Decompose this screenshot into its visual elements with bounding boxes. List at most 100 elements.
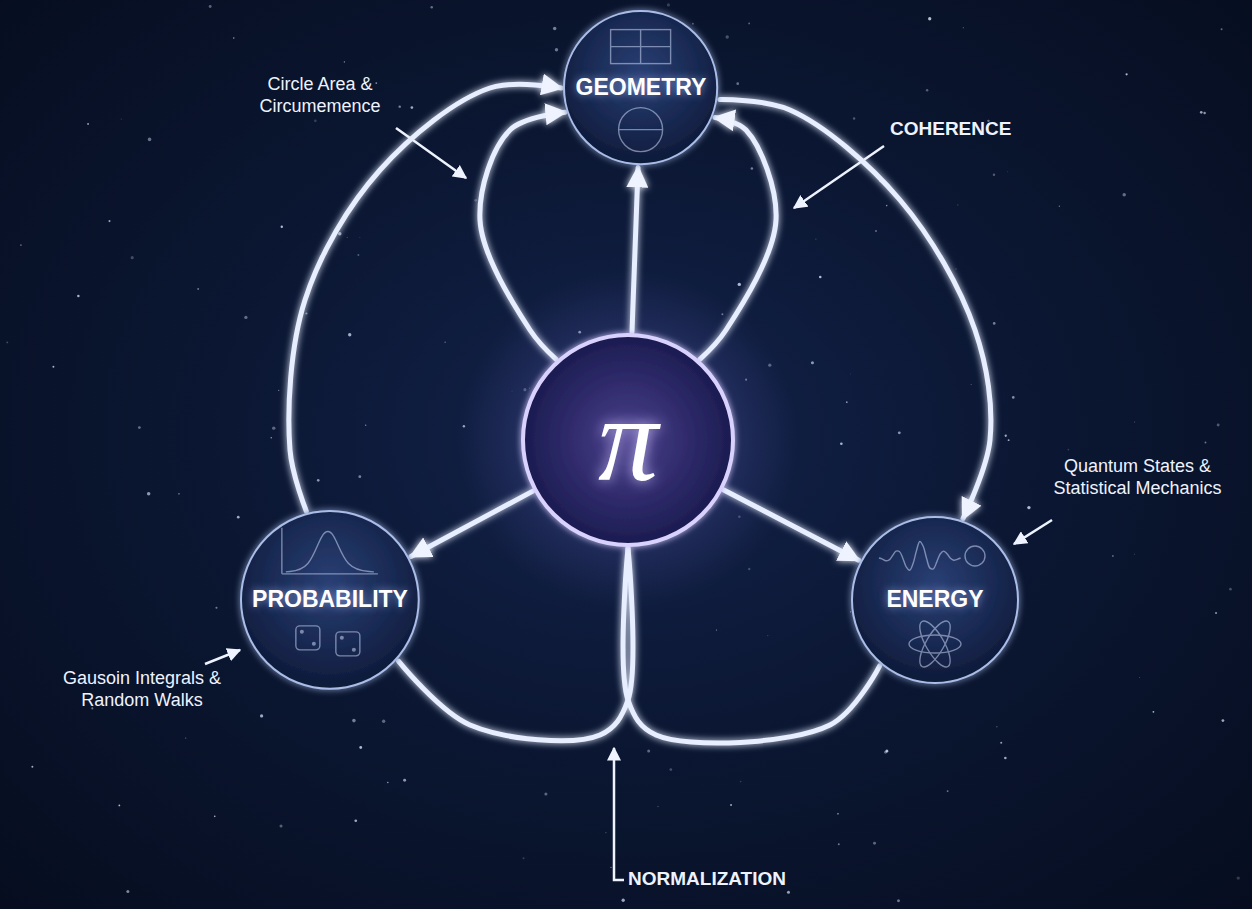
star (1200, 111, 1203, 114)
star (382, 720, 385, 723)
star (897, 899, 900, 902)
star (1125, 73, 1127, 75)
star (474, 199, 477, 202)
star (147, 492, 151, 496)
star (840, 442, 843, 445)
label-box: Gausoin Integrals & Random Walks (52, 668, 232, 711)
star (281, 226, 283, 228)
circle-shape (523, 335, 733, 545)
star (148, 138, 152, 142)
star (669, 768, 672, 771)
star (555, 48, 558, 51)
flow-connector (480, 112, 565, 359)
topic-icon (879, 542, 985, 672)
flow-connector (399, 548, 633, 741)
star-field (6, 3, 1240, 902)
star (398, 105, 400, 107)
star (1068, 449, 1070, 451)
star (738, 283, 741, 286)
star (354, 819, 357, 822)
star (605, 832, 607, 834)
leader-arrow (794, 146, 884, 208)
star (348, 333, 351, 336)
star (278, 390, 279, 391)
star (272, 426, 275, 429)
star (553, 27, 556, 30)
star (544, 792, 547, 795)
circle-shape (564, 11, 717, 164)
star (365, 425, 366, 426)
star (131, 256, 134, 259)
star (751, 167, 754, 170)
star (846, 401, 848, 403)
circle-shape (852, 517, 1018, 683)
label-box: NORMALIZATION (628, 868, 828, 891)
label-box: COHERENCE (890, 118, 1030, 141)
star (403, 779, 406, 782)
star (838, 843, 840, 845)
star (1122, 193, 1125, 196)
leader-arrow (1014, 520, 1052, 544)
star (849, 373, 851, 375)
star (850, 611, 851, 612)
callout-label: NORMALIZATION (628, 868, 786, 891)
star (1222, 719, 1225, 722)
flow-connector (411, 491, 533, 556)
star (730, 804, 732, 806)
flow-connector (623, 548, 880, 743)
star (1012, 396, 1015, 399)
star (411, 106, 414, 109)
flow-connector (720, 100, 991, 519)
star (1134, 553, 1136, 555)
star (1237, 876, 1240, 879)
star (725, 35, 728, 38)
star (1229, 588, 1232, 591)
star (1205, 442, 1207, 444)
star (767, 635, 769, 637)
star (1217, 424, 1220, 427)
star (31, 766, 33, 768)
leader-arrow (396, 128, 466, 178)
flow-connector (289, 84, 561, 511)
star (692, 23, 694, 25)
star (271, 437, 272, 438)
star (317, 479, 320, 482)
star (444, 341, 445, 342)
star (667, 3, 670, 6)
star (20, 244, 22, 246)
star (1221, 28, 1223, 30)
star (898, 431, 901, 434)
star (347, 237, 348, 238)
star (344, 61, 345, 62)
star (647, 749, 650, 752)
star (1027, 506, 1030, 509)
star (815, 239, 816, 240)
star (197, 288, 199, 290)
star (358, 475, 361, 478)
star (837, 813, 839, 815)
star (375, 82, 377, 84)
star (853, 117, 855, 119)
star (657, 806, 658, 807)
star (610, 867, 611, 868)
topic-circle: PROBABILITY (238, 508, 422, 692)
star (523, 857, 525, 859)
star (622, 899, 625, 902)
star (885, 750, 888, 753)
center-symbol-circle: π (520, 332, 736, 548)
callout-label: Quantum States & Statistical Mechanics (1035, 456, 1240, 499)
star (993, 322, 996, 325)
pi-symbol: π (598, 380, 658, 500)
star (237, 516, 240, 519)
star (928, 17, 931, 20)
star (970, 384, 972, 386)
star (716, 629, 717, 630)
callout-label: Gausoin Integrals & Random Walks (52, 668, 232, 711)
star (215, 607, 217, 609)
topic-title: GEOMETRY (576, 75, 707, 100)
star (1059, 205, 1060, 206)
star (873, 842, 876, 845)
star (87, 123, 89, 125)
